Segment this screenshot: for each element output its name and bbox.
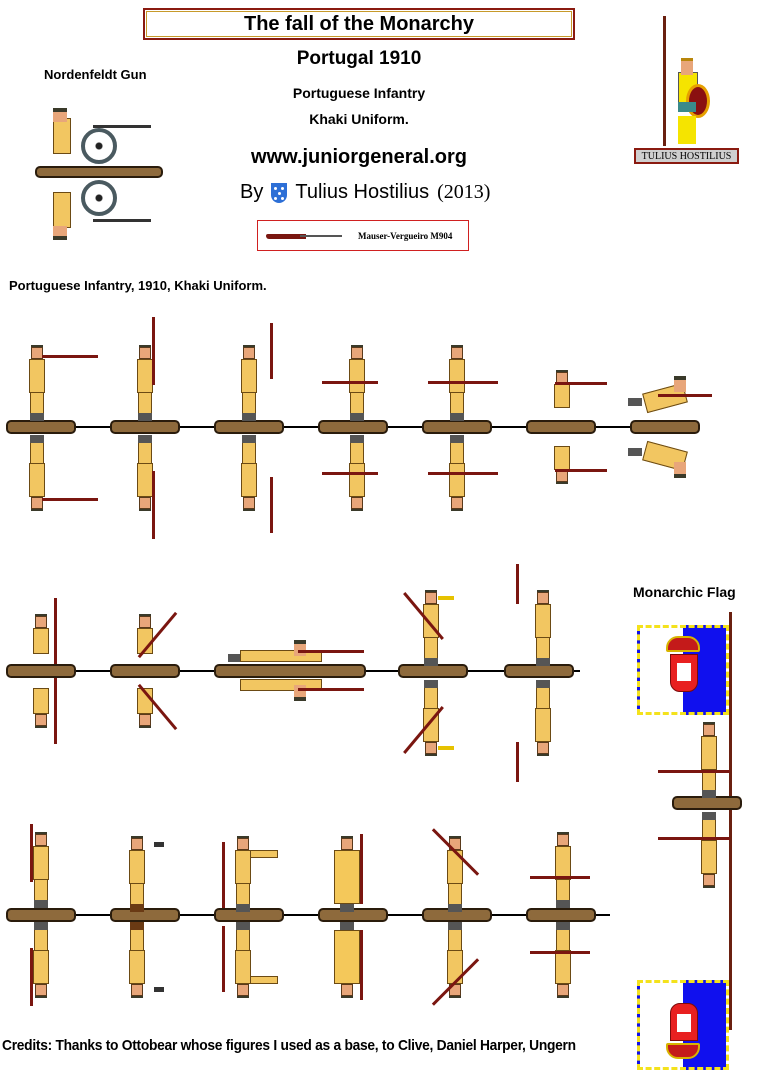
soldier-bugler xyxy=(403,590,454,666)
subtitle-unit: Portuguese Infantry xyxy=(292,85,426,101)
cut-line xyxy=(6,914,610,916)
soldier-kneeling-aim-mirror xyxy=(545,434,607,484)
figure-base xyxy=(6,420,76,434)
soldier-advancing-mirror xyxy=(322,435,378,511)
pistol-icon xyxy=(154,987,164,992)
figure-base xyxy=(398,664,468,678)
rifle-icon xyxy=(266,233,342,239)
figure-base xyxy=(672,796,742,810)
soldier-rifle-low xyxy=(530,832,590,908)
gun-label: Nordenfeldt Gun xyxy=(44,67,147,82)
gun-base xyxy=(35,166,163,178)
soldier-officer-pointing-mirror xyxy=(222,922,278,998)
soldier-advancing xyxy=(322,345,378,421)
flag-pole xyxy=(729,612,732,1030)
bugle-icon xyxy=(438,746,454,750)
website-link[interactable]: www.juniorgeneral.org xyxy=(251,146,467,168)
soldier-greatcoat xyxy=(330,834,364,912)
tulius-hostilius-sprite xyxy=(660,16,720,148)
figure-base xyxy=(504,664,574,678)
subtitle-uniform: Khaki Uniform. xyxy=(309,111,409,127)
rifle-legend: Mauser-Vergueiro M904 xyxy=(257,220,469,251)
soldier-kneeling-aim xyxy=(545,370,607,420)
figure-base xyxy=(110,664,180,678)
soldier-shouldered-arms-mirror xyxy=(128,435,162,539)
author-byline: By Tulius Hostilius (2013) xyxy=(240,181,490,204)
soldier-officer-pistol xyxy=(120,836,164,912)
soldier-slope-arms-mirror xyxy=(431,922,480,1006)
pistol-icon xyxy=(154,842,164,847)
soldier-kneeling-rifle-upright-mirror xyxy=(24,678,58,744)
author-name: Tulius Hostilius xyxy=(295,181,430,203)
soldier-bugler-mirror xyxy=(403,680,454,756)
portugal-shield-icon xyxy=(271,182,288,203)
coat-of-arms-icon xyxy=(670,654,698,692)
soldier-aiming-mirror xyxy=(20,435,98,511)
credits-text: Credits: Thanks to Ottobear whose figure… xyxy=(2,1037,576,1054)
figure-base xyxy=(110,908,180,922)
coat-of-arms-icon xyxy=(670,1003,698,1041)
soldier-officer-rifle-raised xyxy=(516,564,560,666)
figure-base xyxy=(214,664,366,678)
soldier-crouching-aim-mirror xyxy=(628,434,688,478)
figure-base xyxy=(110,420,180,434)
bugle-icon xyxy=(438,596,454,600)
soldier-greatcoat-mirror xyxy=(330,922,364,1000)
figure-base xyxy=(422,420,492,434)
figure-base xyxy=(214,420,284,434)
soldier-flag-bearer-mirror xyxy=(658,812,730,888)
wheel-icon xyxy=(81,180,117,216)
wheel-icon xyxy=(81,128,117,164)
page-title: The fall of the Monarchy xyxy=(143,8,575,40)
author-plaque: TULIUS HOSTILIUS xyxy=(634,148,739,164)
soldier-crouching-aim xyxy=(628,376,712,420)
figure-base xyxy=(6,908,76,922)
flag-label: Monarchic Flag xyxy=(633,584,736,600)
soldier-prone-aiming xyxy=(228,640,364,664)
soldier-order-arms xyxy=(24,824,58,908)
soldier-flag-bearer xyxy=(658,722,730,798)
figure-base xyxy=(630,420,700,434)
soldier-fist-raised xyxy=(232,323,273,421)
nordenfeldt-gun-sprite xyxy=(33,108,165,240)
figure-base xyxy=(526,420,596,434)
spear-icon xyxy=(663,16,666,146)
crown-icon xyxy=(666,636,700,652)
soldier-order-arms-mirror xyxy=(24,922,58,1006)
author-year: (2013) xyxy=(437,181,491,203)
by-label: By xyxy=(240,181,264,203)
soldier-rifle-low-mirror xyxy=(530,922,590,998)
subtitle-country: Portugal 1910 xyxy=(296,48,422,69)
soldier-at-port-mirror xyxy=(428,435,498,511)
soldier-slope-arms xyxy=(431,828,480,912)
soldier-kneeling-rifle-angled-mirror xyxy=(128,678,178,731)
soldier-kneeling-rifle-upright xyxy=(24,598,58,664)
monarchic-flag xyxy=(637,625,729,715)
soldier-officer-pointing xyxy=(222,836,278,912)
soldier-prone-aiming-mirror xyxy=(228,677,364,701)
figure-base xyxy=(318,420,388,434)
monarchic-flag-mirror xyxy=(637,980,729,1070)
shield-icon xyxy=(686,84,710,118)
section-label: Portuguese Infantry, 1910, Khaki Uniform… xyxy=(9,278,267,293)
crown-icon xyxy=(666,1043,700,1059)
soldier-officer-pistol-mirror xyxy=(120,922,164,998)
soldier-at-port xyxy=(428,345,498,421)
soldier-kneeling-rifle-angled xyxy=(128,611,178,664)
soldier-officer-rifle-raised-mirror xyxy=(516,680,560,782)
soldier-aiming xyxy=(20,345,98,421)
figure-base xyxy=(6,664,76,678)
soldier-shouldered-arms xyxy=(128,317,162,421)
rifle-label: Mauser-Vergueiro M904 xyxy=(358,230,453,241)
soldier-fist-raised-mirror xyxy=(232,435,273,533)
figure-base xyxy=(526,908,596,922)
